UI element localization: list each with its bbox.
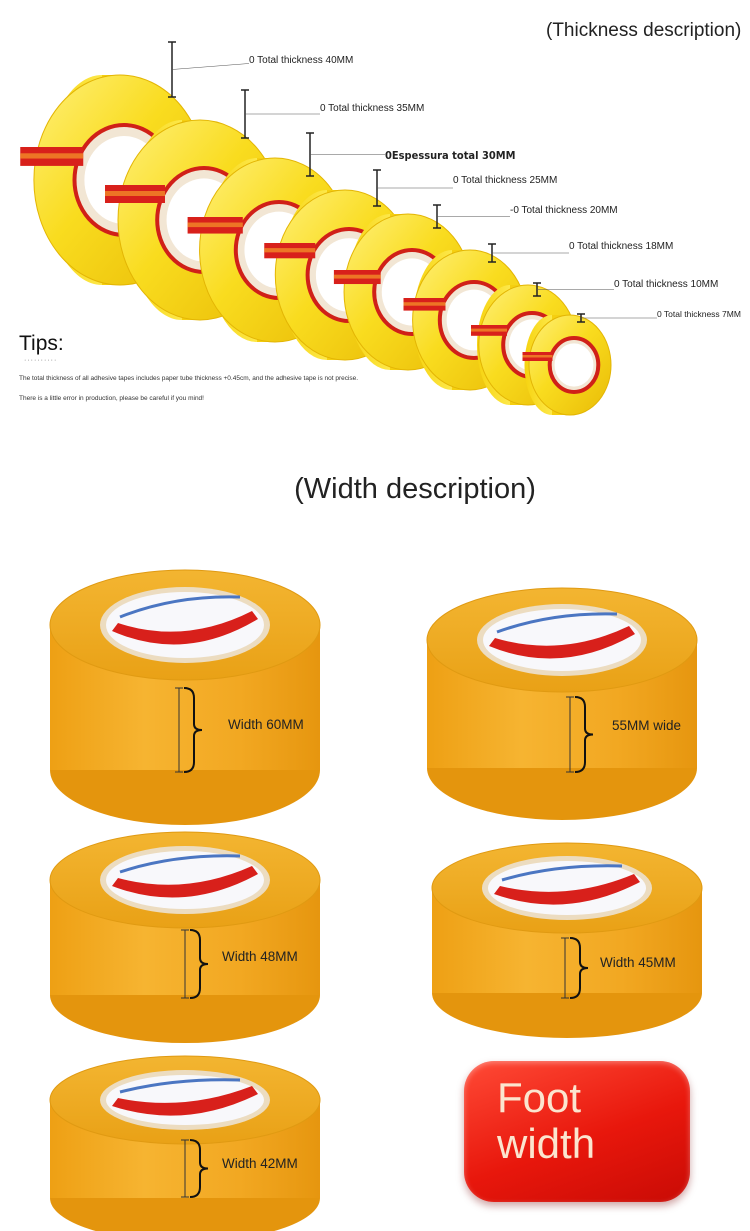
thickness-label-25mm: 0 Total thickness 25MM bbox=[453, 175, 558, 186]
width-roll bbox=[49, 1055, 321, 1231]
thickness-section-title: (Thickness description) bbox=[546, 20, 742, 41]
badge-line-2: width bbox=[497, 1120, 596, 1167]
width-roll bbox=[426, 587, 698, 820]
thickness-label-10mm: 0 Total thickness 10MM bbox=[614, 279, 719, 290]
thickness-roll bbox=[522, 313, 657, 416]
width-roll bbox=[49, 831, 321, 1043]
width-label-48mm: Width 48MM bbox=[222, 949, 298, 964]
thickness-tapes-illustration bbox=[20, 41, 657, 416]
width-label-42mm: Width 42MM bbox=[222, 1156, 298, 1171]
width-label-60mm: Width 60MM bbox=[228, 717, 304, 732]
thickness-label-35mm: 0 Total thickness 35MM bbox=[320, 103, 425, 114]
width-section-title: (Width description) bbox=[294, 473, 536, 505]
thickness-label-20mm: -0 Total thickness 20MM bbox=[510, 205, 618, 216]
width-label-45mm: Width 45MM bbox=[600, 955, 676, 970]
width-tapes-illustration bbox=[49, 569, 703, 1231]
thickness-label-18mm: 0 Total thickness 18MM bbox=[569, 241, 674, 252]
tips-note-2: There is a little error in production, p… bbox=[19, 395, 204, 402]
thickness-label-7mm: 0 Total thickness 7MM bbox=[657, 309, 741, 319]
thickness-label-40mm: 0 Total thickness 40MM bbox=[249, 55, 354, 66]
width-roll bbox=[431, 842, 703, 1038]
tips-heading: Tips: bbox=[19, 332, 64, 355]
foot-width-badge: Foot width bbox=[464, 1061, 690, 1202]
tips-divider: ·········· bbox=[24, 357, 58, 364]
tips-note-1: The total thickness of all adhesive tape… bbox=[19, 375, 359, 382]
width-label-55mm: 55MM wide bbox=[612, 718, 682, 733]
badge-line-1: Foot bbox=[497, 1074, 582, 1121]
width-roll bbox=[49, 569, 321, 825]
thickness-label-30mm: 0Espessura total 30MM bbox=[385, 149, 516, 162]
